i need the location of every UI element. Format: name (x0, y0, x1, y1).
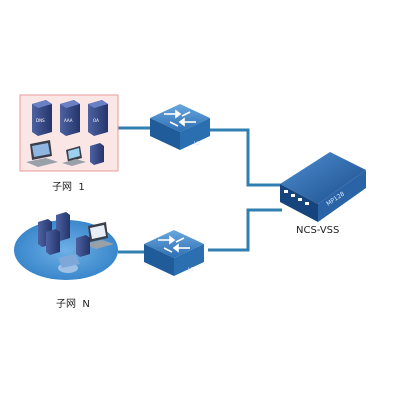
server-aaa-icon: AAA (60, 100, 80, 136)
server-dns-icon: DNS (32, 100, 52, 136)
link-switch-top-ncs (208, 128, 282, 187)
server-icon (46, 229, 60, 255)
ncs-device: MP128 (280, 152, 366, 222)
server-oa-label: OA (93, 118, 99, 123)
laptop-icon (26, 140, 58, 167)
switch-top: L2 (150, 104, 210, 150)
link-switch-bottom-ncs (208, 208, 282, 252)
server-dns-label: DNS (36, 118, 45, 123)
switch-top-label: L2 (194, 141, 200, 147)
laptop-icon (84, 222, 114, 249)
links (118, 126, 282, 254)
switch-bottom-label: L2 (188, 267, 194, 273)
subnetn-group (14, 212, 118, 280)
laptop-icon (62, 146, 86, 166)
subnet1-label: 子网 1 (52, 182, 85, 193)
switch-bottom: L2 (144, 230, 204, 276)
workstation-icon (90, 143, 104, 165)
ncs-label: NCS-VSS (296, 225, 340, 236)
server-aaa-label: AAA (64, 118, 73, 123)
subnetn-label: 子网 N (56, 299, 90, 310)
printer-icon (58, 254, 80, 273)
server-oa-icon: OA (88, 100, 108, 136)
subnet1-group: DNS AAA OA (19, 94, 119, 172)
workstation-icon (76, 235, 90, 257)
